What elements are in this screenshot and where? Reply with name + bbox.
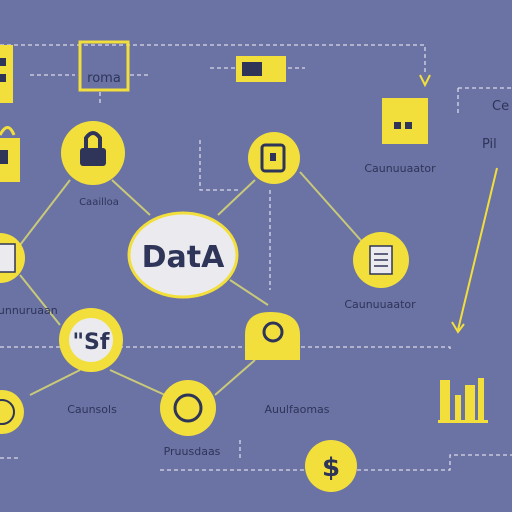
- padlock-node[interactable]: [245, 312, 300, 360]
- dollar-node[interactable]: $: [305, 440, 357, 492]
- document-node[interactable]: [353, 232, 409, 288]
- labels: Ce Pil Caailloa Caunuuaator Ouunnuruaan …: [0, 99, 509, 458]
- bar-chart-icon: [438, 378, 488, 423]
- left-lock-icon: [0, 126, 20, 182]
- label-notifications: Auulfaomas: [264, 403, 329, 416]
- lock-node-2[interactable]: [248, 132, 300, 184]
- calculator-icon: [382, 98, 428, 144]
- coin-node[interactable]: [160, 380, 216, 436]
- key-box[interactable]: roma: [78, 40, 130, 92]
- label-lock: Caailloa: [79, 197, 119, 208]
- data-hub-label: DatA: [142, 240, 225, 275]
- label-communication: Caunuuaator: [344, 298, 416, 311]
- left-document-node[interactable]: [0, 233, 25, 283]
- dashed-connectors: [0, 44, 512, 471]
- sf-node[interactable]: "Sf: [59, 308, 123, 372]
- left-coin-node[interactable]: [0, 390, 24, 434]
- key-box-label: roma: [87, 71, 121, 86]
- solid-connectors: [19, 171, 366, 396]
- right-fragment: Pil: [482, 137, 497, 152]
- label-products: Pruusdaas: [164, 445, 221, 458]
- top-right-fragment: Ce: [492, 99, 509, 114]
- data-hub[interactable]: DatA: [127, 211, 239, 299]
- label-communicator: Caunuuaator: [364, 162, 436, 175]
- left-chart-icon: [0, 45, 13, 103]
- lock-node[interactable]: [61, 121, 125, 185]
- label-controls: Caunsols: [67, 403, 117, 416]
- yellow-arrows: [419, 74, 498, 334]
- sf-node-label: "Sf: [73, 330, 110, 355]
- label-document: Ouunnuruaan: [0, 304, 58, 317]
- dollar-icon: $: [322, 453, 340, 483]
- key-icon: [236, 56, 286, 82]
